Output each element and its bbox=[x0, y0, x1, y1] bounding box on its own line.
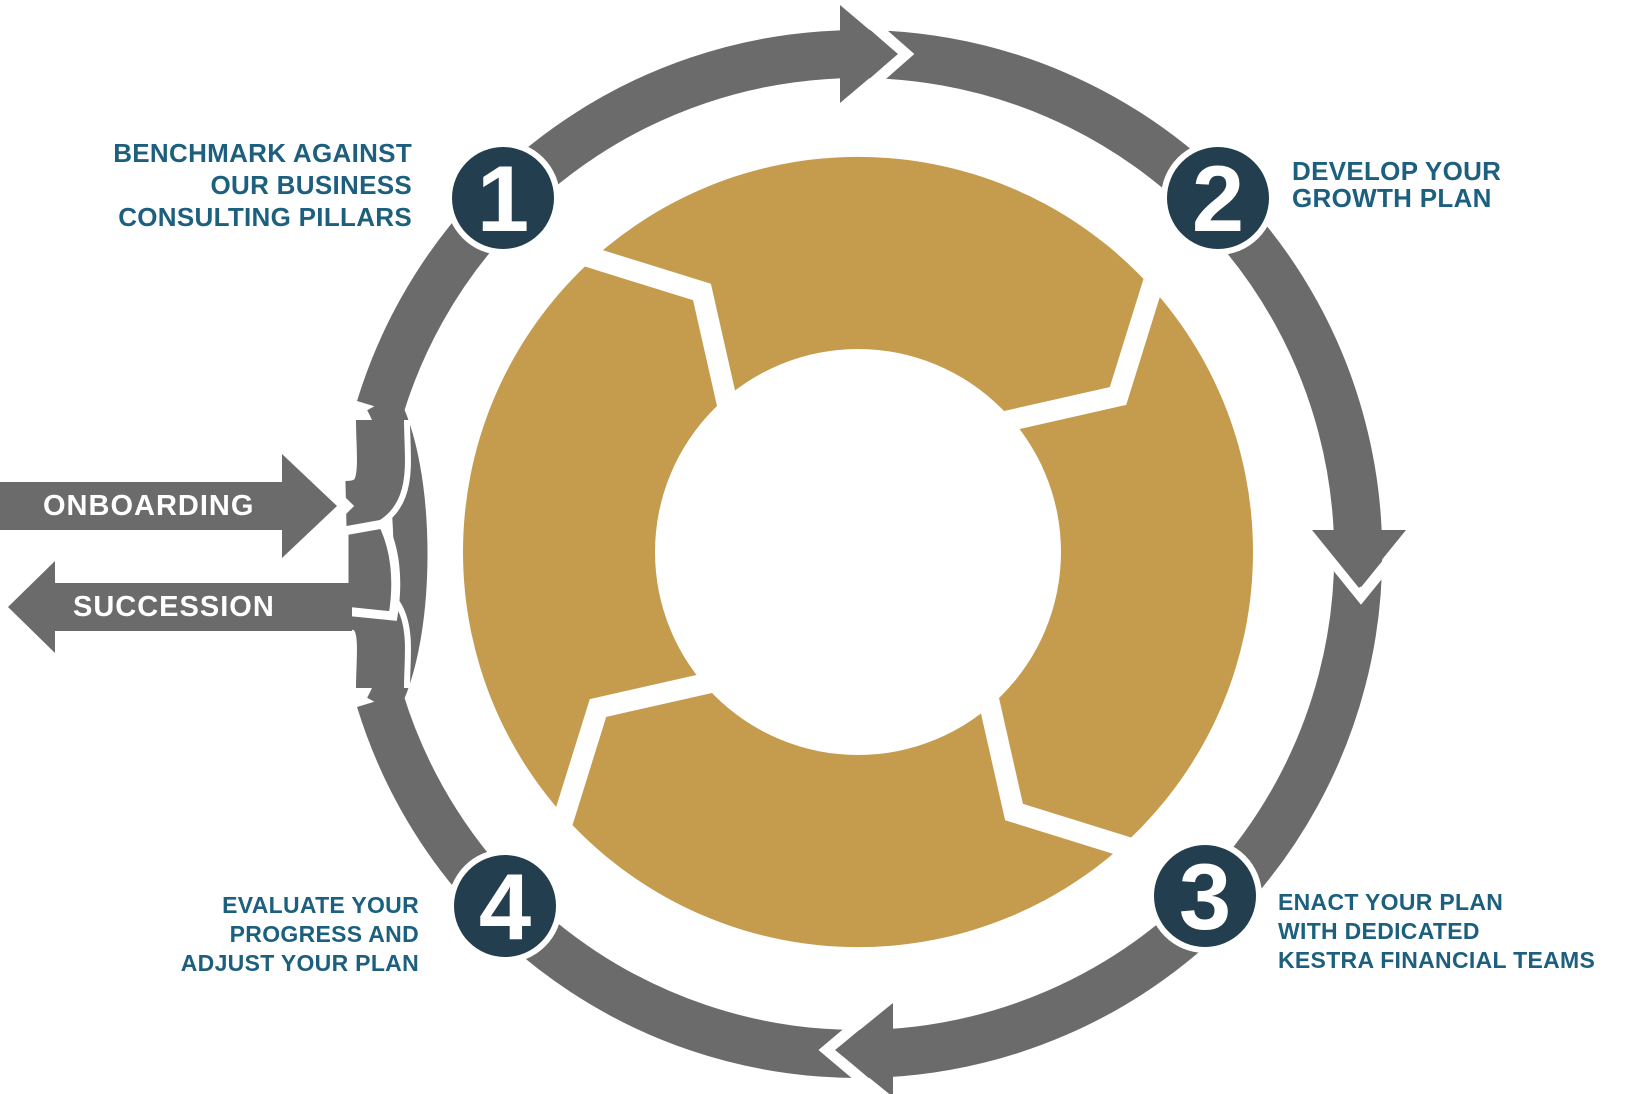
step-4-label-line: PROGRESS AND bbox=[229, 921, 419, 947]
step-1-badge bbox=[452, 147, 554, 249]
gold-donut-shape bbox=[462, 156, 1253, 948]
segment-cut-ne bbox=[1000, 270, 1167, 433]
succession-arrowhead-icon bbox=[8, 561, 55, 653]
ring-arrow-gap-bottom bbox=[818, 996, 889, 1094]
step-4-label: EVALUATE YOUR PROGRESS AND ADJUST YOUR P… bbox=[181, 891, 419, 978]
step-1-number: 1 bbox=[477, 146, 529, 251]
step-1-label-line: BENCHMARK AGAINST bbox=[113, 138, 412, 168]
gold-donut bbox=[462, 156, 1253, 948]
segment-cut-se bbox=[977, 694, 1140, 861]
succession-label: SUCCESSION bbox=[73, 590, 275, 623]
ring-arrowhead-bottom-icon bbox=[835, 1003, 893, 1094]
ring-arrow-gaps bbox=[288, 0, 1413, 1094]
step-1-label-line: CONSULTING PILLARS bbox=[118, 202, 412, 232]
onboarding-arrow-gap bbox=[288, 448, 355, 564]
onboarding-connector bbox=[343, 419, 405, 529]
step-4-label-line: EVALUATE YOUR bbox=[222, 892, 419, 918]
ring-arrowhead-top-icon bbox=[840, 5, 898, 103]
onboarding-label: ONBOARDING bbox=[43, 489, 255, 522]
gray-arrows bbox=[0, 5, 1406, 1094]
step-3-label-line: KESTRA FINANCIAL TEAMS bbox=[1278, 947, 1596, 973]
step-2-label-line: DEVELOP YOUR bbox=[1292, 156, 1502, 186]
step-3-number: 3 bbox=[1179, 844, 1231, 949]
step-4-label-line: ADJUST YOUR PLAN bbox=[180, 950, 419, 976]
step-2-label: DEVELOP YOUR GROWTH PLAN bbox=[1292, 158, 1501, 212]
step-3-badge bbox=[1154, 845, 1256, 947]
step-badges bbox=[452, 147, 1269, 957]
gold-segment-cuts bbox=[549, 243, 1167, 861]
junction-island bbox=[339, 518, 401, 621]
step-1-label-line: OUR BUSINESS bbox=[210, 170, 412, 200]
onboarding-arrowhead-icon bbox=[282, 454, 337, 558]
step-2-number: 2 bbox=[1192, 146, 1244, 251]
step-3-label-line: ENACT YOUR PLAN bbox=[1278, 889, 1504, 915]
succession-arrow-bar bbox=[52, 583, 352, 631]
step-numbers: 1 2 3 4 bbox=[477, 146, 1244, 959]
onboarding-arrow-bar bbox=[0, 482, 282, 530]
ring-arrowhead-right-icon bbox=[1312, 530, 1406, 588]
segment-cut-nw bbox=[576, 243, 739, 410]
step-2-badge bbox=[1167, 147, 1269, 249]
ring-arrow-gap-right bbox=[1309, 534, 1413, 605]
step-3-label: ENACT YOUR PLAN WITH DEDICATED KESTRA FI… bbox=[1278, 888, 1595, 975]
segment-cut-sw bbox=[549, 671, 716, 834]
step-2-label-line: GROWTH PLAN bbox=[1292, 183, 1492, 213]
step-4-badge bbox=[454, 855, 556, 957]
ring-arrow-gap-top bbox=[844, 0, 915, 110]
step-3-label-line: WITH DEDICATED bbox=[1278, 918, 1480, 944]
step-4-number: 4 bbox=[479, 854, 531, 959]
step-1-label: BENCHMARK AGAINST OUR BUSINESS CONSULTIN… bbox=[113, 137, 412, 233]
